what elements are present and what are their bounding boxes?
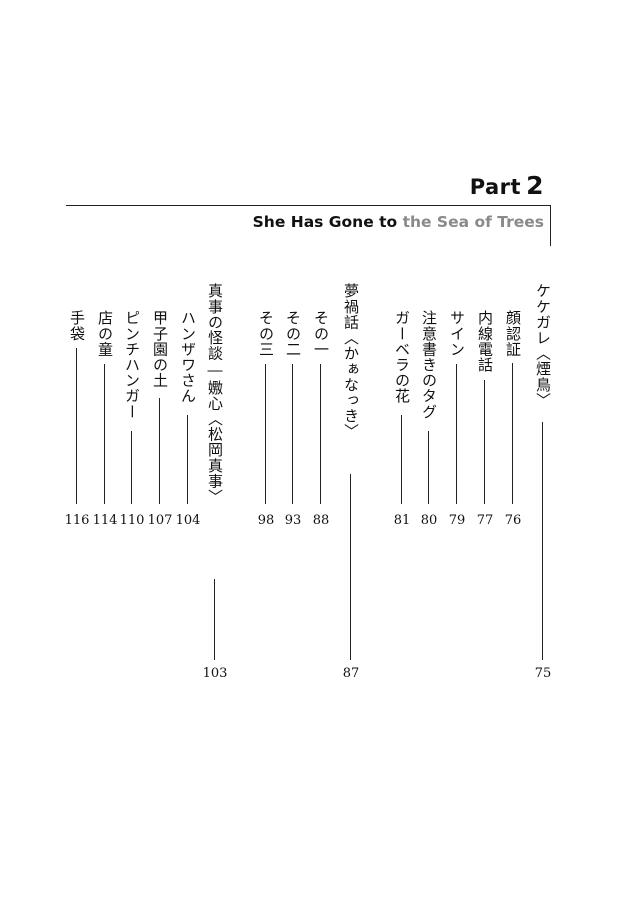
- entry-page-number: 98: [257, 513, 275, 528]
- entry-leader: [76, 348, 77, 504]
- entry-title: 顔認証: [504, 310, 522, 357]
- entry-page-number: 81: [393, 513, 411, 528]
- heading-rule-vertical: [550, 205, 551, 246]
- toc-entry[interactable]: ケケガレ〈煙鳥〉 75: [534, 283, 552, 687]
- entry-page-number: 114: [92, 513, 118, 528]
- entry-page-number: 93: [284, 513, 302, 528]
- entry-leader: [484, 380, 485, 504]
- entry-title: 真事の怪談―嫐心〈松岡真事〉: [206, 283, 224, 505]
- entry-leader: [542, 422, 543, 660]
- entry-page-number: 75: [534, 666, 552, 681]
- entry-leader: [214, 579, 215, 660]
- part-number: 2: [526, 171, 544, 200]
- toc-entry[interactable]: 内線電話 77: [476, 310, 494, 531]
- entry-leader: [512, 363, 513, 504]
- entry-title: ガーベラの花: [393, 310, 411, 404]
- toc-entry[interactable]: サイン 79: [448, 310, 466, 531]
- entry-page-number: 107: [147, 513, 173, 528]
- entry-leader: [428, 431, 429, 504]
- entry-title: 手袋: [68, 310, 86, 342]
- toc-entry[interactable]: その一 88: [312, 310, 330, 531]
- entry-title: ピンチハンガー: [123, 310, 141, 420]
- entry-leader: [401, 415, 402, 504]
- entry-title: その一: [312, 310, 330, 357]
- toc-entry[interactable]: 注意書きのタグ 80: [420, 310, 438, 531]
- entry-leader: [131, 431, 132, 504]
- entry-page-number: 87: [342, 666, 360, 681]
- toc-entry[interactable]: 手袋 116: [65, 310, 90, 531]
- entry-leader: [292, 364, 293, 504]
- entry-page-number: 80: [420, 513, 438, 528]
- toc-entry[interactable]: その三 98: [257, 310, 275, 531]
- subtitle-part-a: She Has Gone to: [252, 213, 403, 231]
- entry-leader: [187, 415, 188, 504]
- toc-entry[interactable]: ピンチハンガー 110: [120, 310, 145, 531]
- entry-leader: [104, 364, 105, 504]
- entry-title: 注意書きのタグ: [420, 310, 438, 420]
- entry-page-number: 79: [448, 513, 466, 528]
- entry-title: ケケガレ〈煙鳥〉: [534, 283, 552, 408]
- entry-title: その三: [257, 310, 275, 357]
- entry-leader: [456, 364, 457, 504]
- subtitle-part-b: the Sea of Trees: [402, 213, 544, 231]
- part-subtitle: She Has Gone to the Sea of Trees: [253, 213, 544, 231]
- entry-title: 店の童: [96, 310, 114, 357]
- entry-page-number: 103: [202, 666, 228, 681]
- toc-entry[interactable]: ハンザワさん 104: [176, 310, 201, 531]
- entry-page-number: 88: [312, 513, 330, 528]
- heading-rule-horizontal: [66, 205, 550, 206]
- entry-leader: [350, 474, 351, 660]
- entry-leader: [265, 364, 266, 504]
- entry-leader: [320, 364, 321, 504]
- entry-page-number: 76: [504, 513, 522, 528]
- entry-title: 夢禍話〈かぁなっき〉: [342, 283, 360, 439]
- entry-title: サイン: [448, 310, 466, 357]
- toc-entry[interactable]: ガーベラの花 81: [393, 310, 411, 531]
- entry-leader: [159, 398, 160, 504]
- toc-entry[interactable]: 顔認証 76: [504, 310, 522, 531]
- entry-page-number: 110: [119, 513, 145, 528]
- entry-title: 甲子園の土: [151, 310, 169, 388]
- entry-page-number: 104: [175, 513, 201, 528]
- entry-page-number: 116: [64, 513, 90, 528]
- toc-entry[interactable]: 甲子園の土 107: [148, 310, 173, 531]
- toc-entry[interactable]: その二 93: [284, 310, 302, 531]
- entry-title: ハンザワさん: [179, 310, 197, 404]
- toc-entry[interactable]: 夢禍話〈かぁなっき〉 87: [342, 283, 360, 687]
- entry-title: 内線電話: [476, 310, 494, 373]
- toc-entry[interactable]: 真事の怪談―嫐心〈松岡真事〉 103: [203, 283, 228, 687]
- entry-page-number: 77: [476, 513, 494, 528]
- toc-entry[interactable]: 店の童 114: [93, 310, 118, 531]
- entry-title: その二: [284, 310, 302, 357]
- part-label: Part: [469, 175, 522, 199]
